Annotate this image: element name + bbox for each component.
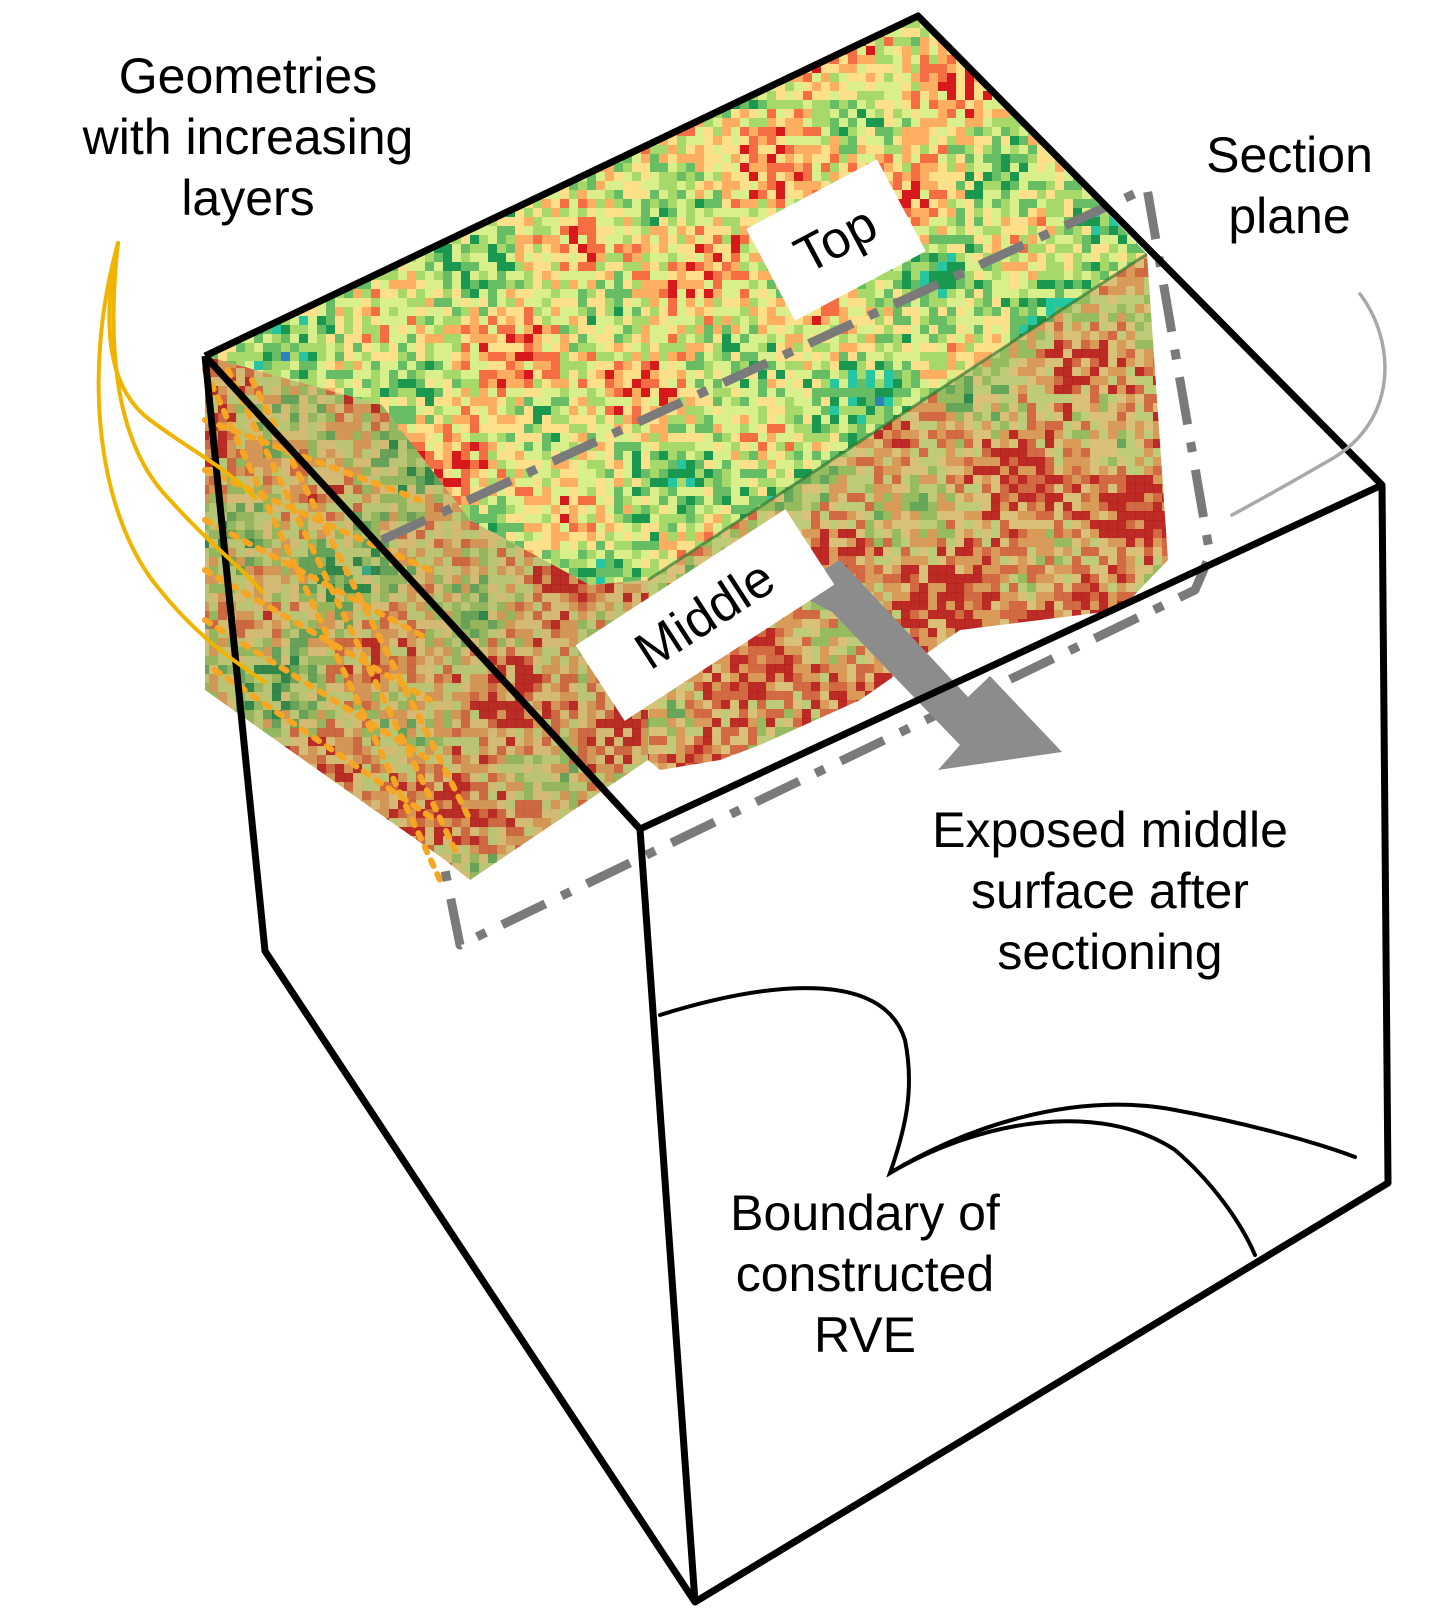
top-surface-tag-text: Top — [787, 197, 885, 282]
section-plane-label: Section plane — [1182, 125, 1397, 247]
section-plane-label-line-1: Section — [1182, 125, 1397, 186]
exposed-surface-label-line-1: Exposed middle — [875, 800, 1345, 861]
geometries-label-line-1: Geometries — [28, 46, 468, 107]
boundary-label-line-3: RVE — [685, 1305, 1045, 1366]
boundary-label-line-2: constructed — [685, 1244, 1045, 1305]
geometries-label: Geometries with increasing layers — [28, 46, 468, 229]
section-plane-label-line-2: plane — [1182, 186, 1397, 247]
boundary-label-line-1: Boundary of — [685, 1183, 1045, 1244]
exposed-surface-label-line-2: surface after — [875, 861, 1345, 922]
geometries-label-line-2: with increasing — [28, 107, 468, 168]
exposed-surface-label-line-3: sectioning — [875, 922, 1345, 983]
section-plane-leader-line — [1232, 294, 1385, 515]
boundary-label: Boundary of constructed RVE — [685, 1183, 1045, 1366]
geometries-label-line-3: layers — [28, 168, 468, 229]
exposed-surface-label: Exposed middle surface after sectioning — [875, 800, 1345, 983]
